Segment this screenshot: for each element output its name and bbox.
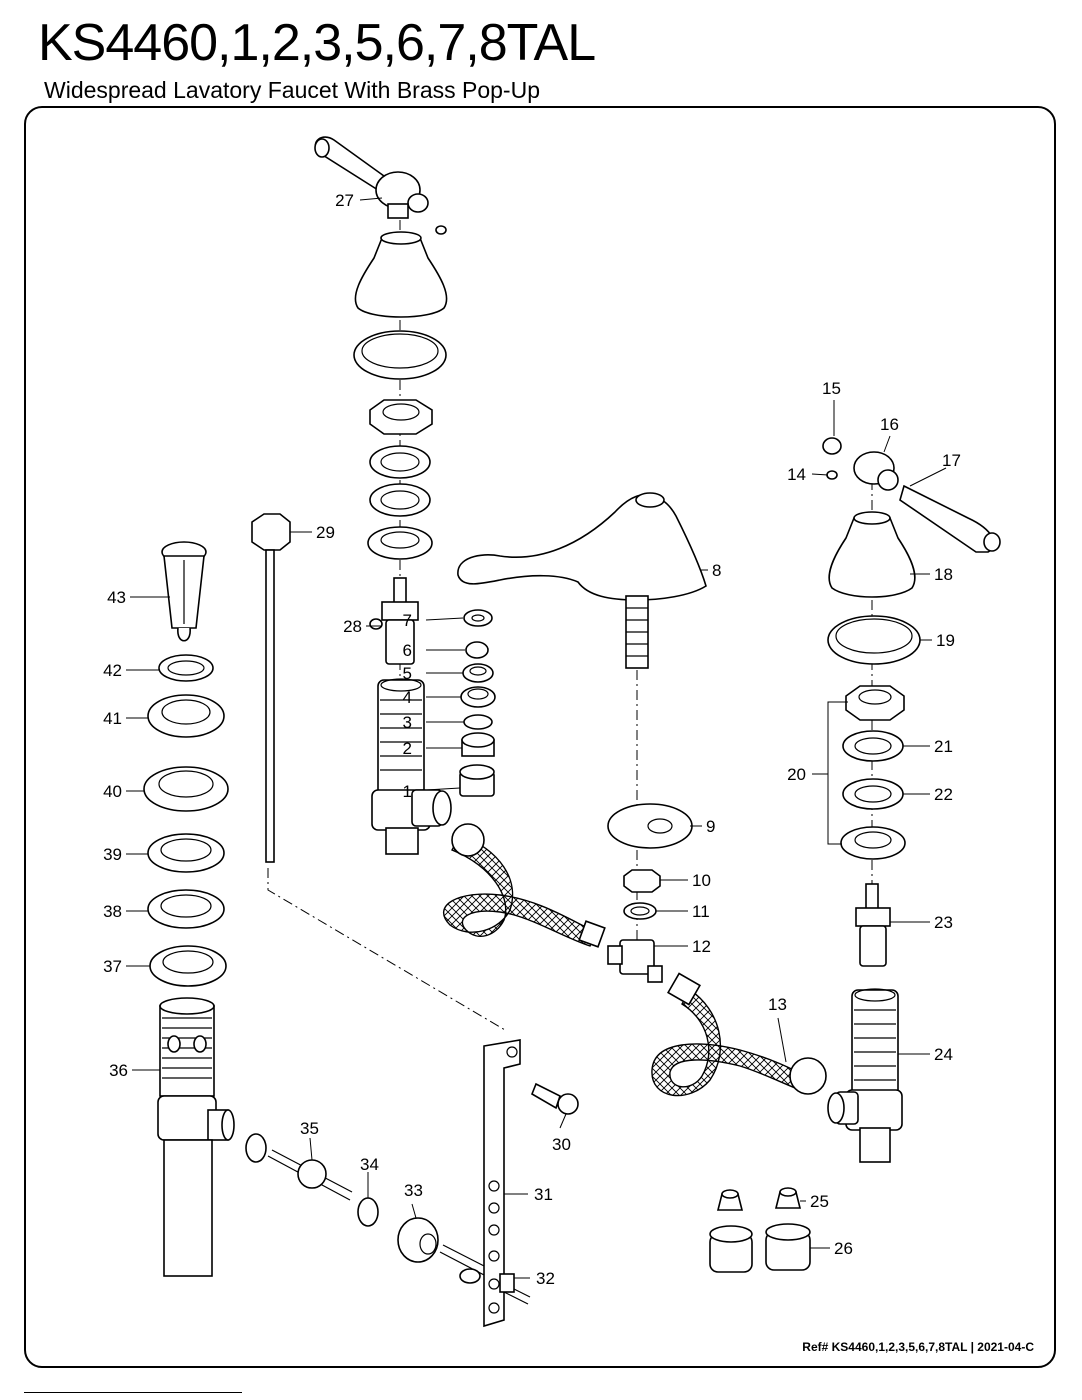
callout-10: 10 — [692, 871, 711, 890]
right-escutcheon — [828, 511, 916, 598]
callout-15: 15 — [822, 379, 841, 398]
callout-39: 39 — [103, 845, 122, 864]
left-escutcheon — [354, 231, 448, 318]
lift-rod — [251, 513, 291, 863]
callout-33: 33 — [404, 1181, 423, 1200]
footnote-rule — [24, 1392, 242, 1393]
left-lever-handle — [314, 136, 447, 235]
callout-14: 14 — [787, 465, 806, 484]
clevis-strap — [483, 1039, 521, 1328]
callout-5: 5 — [403, 664, 412, 683]
diagram-frame — [24, 106, 1056, 1368]
left-flange-ring — [353, 330, 447, 380]
callout-11: 11 — [692, 902, 710, 921]
callout-6: 6 — [403, 641, 412, 660]
callout-2: 2 — [403, 739, 412, 758]
drain-flange-and-gaskets — [143, 654, 229, 987]
callout-25: 25 — [810, 1192, 829, 1211]
callout-numbers: 1 2 3 4 5 6 7 8 9 10 11 12 13 14 15 16 1… — [103, 191, 961, 1288]
callout-43: 43 — [107, 588, 126, 607]
model-number: KS4460,1,2,3,5,6,7,8TAL — [38, 14, 596, 72]
callout-24: 24 — [934, 1045, 953, 1064]
callout-41: 41 — [103, 709, 122, 728]
callout-40: 40 — [103, 782, 122, 801]
left-cartridge — [369, 577, 419, 665]
callout-29: 29 — [316, 523, 335, 542]
callout-28: 28 — [343, 617, 362, 636]
right-lock-nut-and-washers — [840, 685, 906, 860]
callout-3: 3 — [403, 713, 412, 732]
callout-42: 42 — [103, 661, 122, 680]
callout-16: 16 — [880, 415, 899, 434]
callout-30: 30 — [552, 1135, 571, 1154]
callout-36: 36 — [109, 1061, 128, 1080]
callout-19: 19 — [936, 631, 955, 650]
aerator-components — [459, 609, 496, 797]
callout-31: 31 — [534, 1185, 553, 1204]
clevis-screw — [531, 1082, 579, 1115]
product-description: Widespread Lavatory Faucet With Brass Po… — [44, 77, 540, 103]
right-cartridge — [855, 883, 891, 967]
callout-4: 4 — [403, 688, 412, 707]
callout-18: 18 — [934, 565, 953, 584]
left-washers — [367, 445, 433, 560]
left-valve-body — [371, 678, 452, 855]
callout-23: 23 — [934, 913, 953, 932]
pivot-rod-assembly — [245, 1133, 531, 1305]
callout-26: 26 — [834, 1239, 853, 1258]
callout-20: 20 — [787, 765, 806, 784]
reference-code: Ref# KS4460,1,2,3,5,6,7,8TAL | 2021-04-C — [802, 1340, 1034, 1354]
callout-8: 8 — [712, 561, 721, 580]
callout-17: 17 — [942, 451, 961, 470]
callout-leaders — [126, 197, 947, 1279]
left-supply-hose — [443, 823, 606, 948]
callout-32: 32 — [536, 1269, 555, 1288]
callout-21: 21 — [934, 737, 953, 756]
callout-12: 12 — [692, 937, 711, 956]
pop-up-stopper — [161, 541, 207, 642]
callout-27: 27 — [335, 191, 354, 210]
right-supply-hose — [651, 972, 827, 1097]
callout-1: 1 — [403, 782, 412, 801]
right-valve-body — [827, 988, 903, 1163]
left-lock-nut — [369, 399, 433, 435]
drain-body — [157, 997, 235, 1277]
callout-22: 22 — [934, 785, 953, 804]
callout-34: 34 — [360, 1155, 379, 1174]
right-lever-handle — [822, 437, 1001, 553]
callout-9: 9 — [706, 817, 715, 836]
callout-7: 7 — [403, 611, 412, 630]
callout-13: 13 — [768, 995, 787, 1014]
spout — [457, 492, 707, 669]
right-flange-ring — [827, 615, 921, 665]
callout-37: 37 — [103, 957, 122, 976]
callout-38: 38 — [103, 902, 122, 921]
lift-rod-centerline — [267, 868, 506, 1031]
compression-sleeves-and-nuts — [709, 1187, 811, 1273]
spout-mounting-hardware — [607, 803, 693, 983]
callout-35: 35 — [300, 1119, 319, 1138]
